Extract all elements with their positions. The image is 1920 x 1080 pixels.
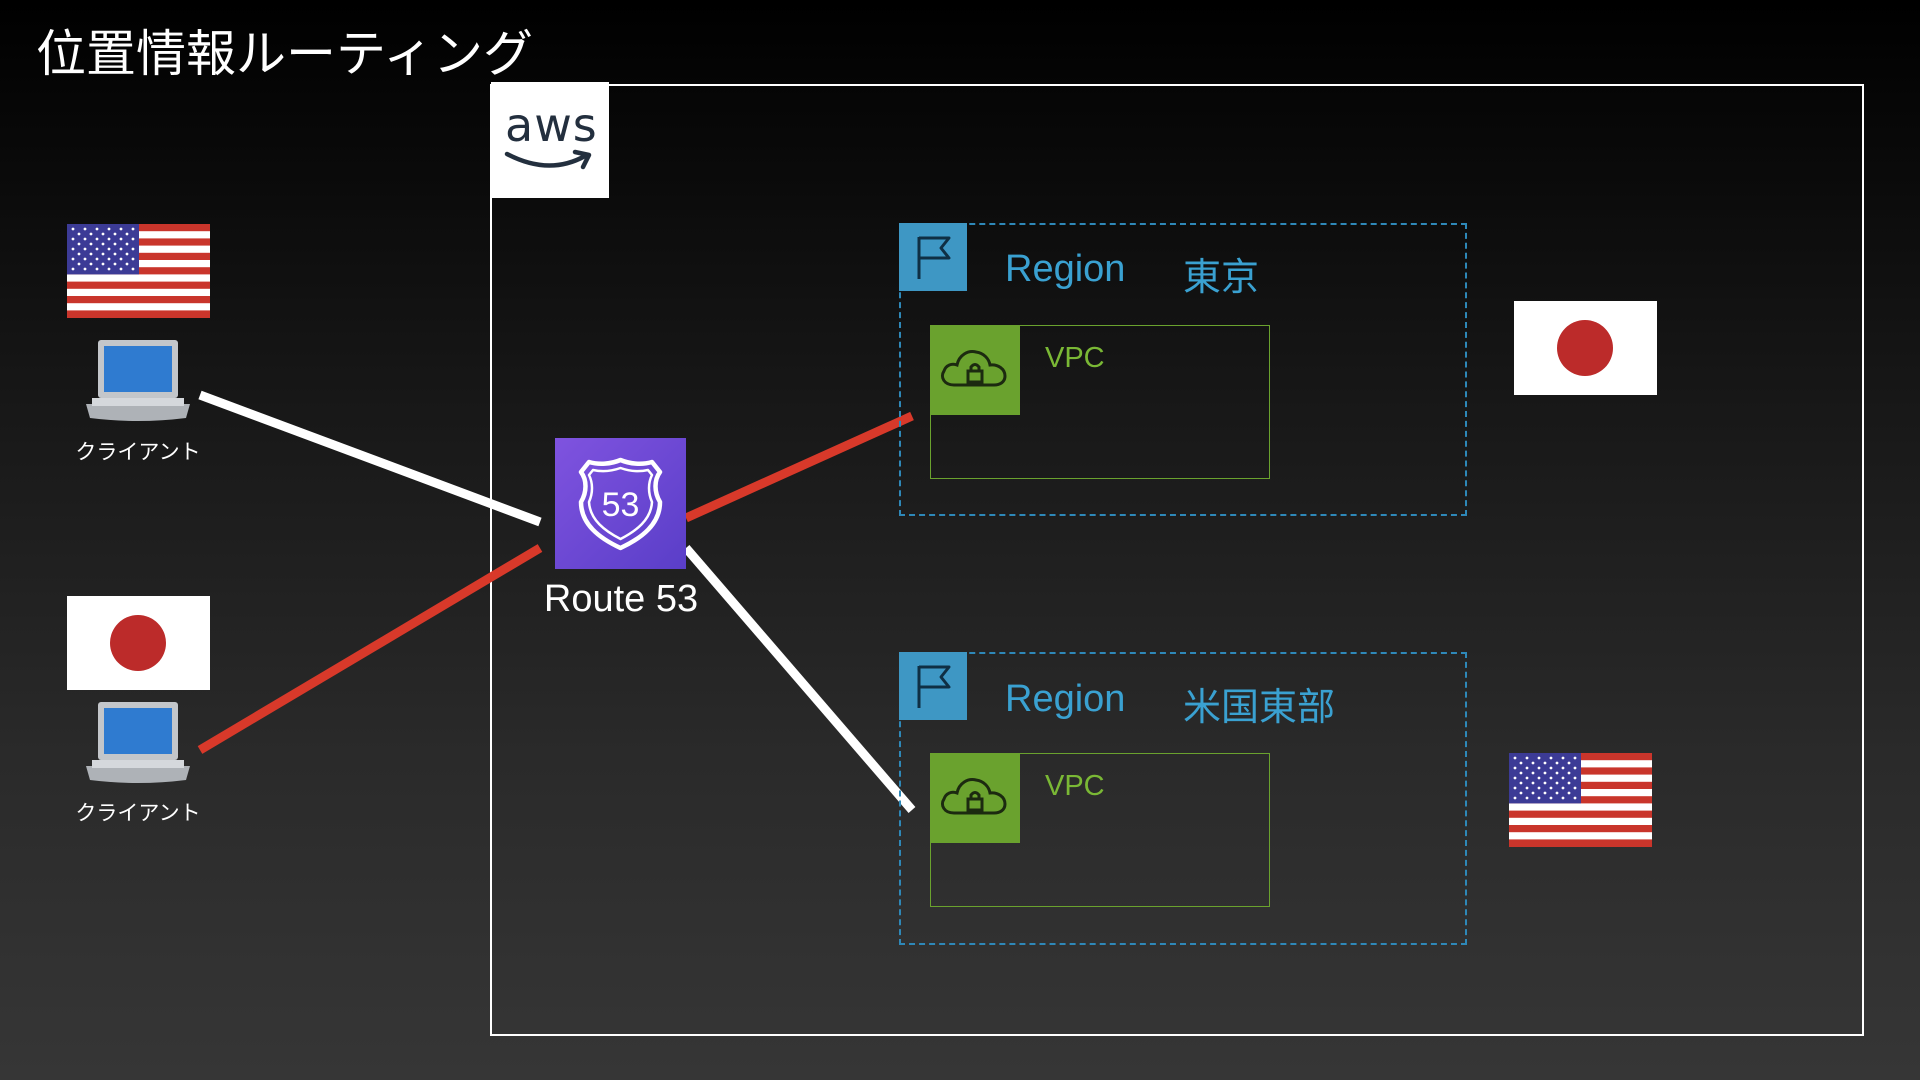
client-label: クライアント (75, 440, 201, 464)
vpc-cloud-lock-icon (930, 753, 1020, 843)
aws-smile-icon (504, 149, 592, 170)
vpc-label: VPC (1045, 770, 1105, 802)
region-us-east (899, 652, 1467, 945)
japan-flag-icon (67, 596, 210, 690)
route-line-route53-to-us-east (682, 545, 916, 813)
us-flag-icon (1509, 753, 1652, 847)
japan-flag-icon (1514, 301, 1657, 395)
vpc-cloud-lock-icon (930, 325, 1020, 415)
region-label: Region (1005, 678, 1126, 720)
route53-badge-number: 53 (602, 486, 640, 524)
region-name: 米国東部 (1183, 685, 1336, 729)
vpc-label: VPC (1045, 342, 1105, 374)
route53-shield-icon: 53 (555, 438, 686, 569)
aws-cloud-boundary (490, 84, 1864, 1036)
aws-logo: aws (491, 82, 609, 198)
laptop-icon (82, 700, 194, 791)
slide-title: 位置情報ルーティング (36, 25, 533, 83)
region-tokyo (899, 223, 1467, 516)
region-label: Region (1005, 248, 1126, 290)
route53-label: Route 53 (543, 578, 699, 620)
aws-logo-text: aws (505, 98, 598, 152)
laptop-icon (82, 338, 194, 429)
region-flag-icon (899, 652, 967, 720)
client-label: クライアント (75, 801, 201, 825)
region-name: 東京 (1183, 255, 1260, 299)
route-line-route53-to-tokyo (684, 411, 914, 523)
route-line-us-client-to-route53 (198, 390, 542, 527)
region-flag-icon (899, 223, 967, 291)
route-line-jp-client-to-route53 (197, 544, 543, 754)
us-flag-icon (67, 224, 210, 318)
